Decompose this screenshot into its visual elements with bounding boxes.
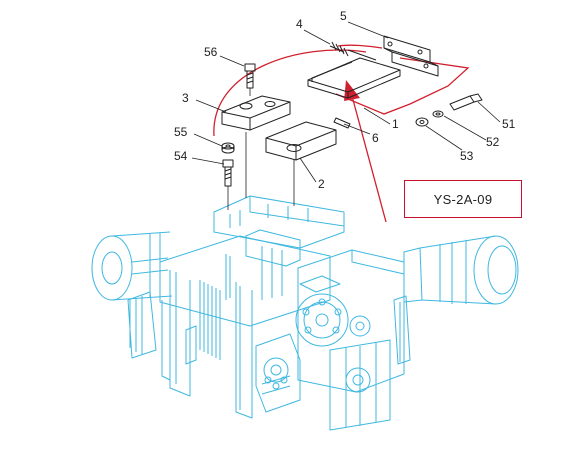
part-4-spring [329, 41, 377, 61]
bracket-outline [335, 57, 470, 115]
callout-2: 2 [318, 177, 325, 191]
part-1-plate [307, 57, 401, 99]
assembly-details [185, 204, 341, 365]
part-3-block [221, 95, 291, 131]
part-5-bracket [383, 35, 439, 77]
callout-6: 6 [372, 131, 379, 145]
callout-leaders [191, 21, 501, 183]
part-code-label: YS-2A-09 [433, 191, 493, 207]
callout-3: 3 [182, 91, 189, 105]
callout-56: 56 [204, 45, 218, 59]
part-code-box: YS-2A-09 [404, 180, 522, 218]
pointer-arrow-line [351, 95, 387, 223]
machine-assembly [91, 195, 519, 431]
part-6-pin [333, 117, 351, 129]
callout-55: 55 [174, 125, 188, 139]
callout-52: 52 [486, 135, 500, 149]
callout-51: 51 [502, 117, 516, 131]
left-slats [127, 280, 221, 360]
part-2-block [265, 121, 337, 161]
callout-labels: 4 5 56 3 55 54 2 6 1 51 52 53 [174, 9, 516, 191]
main-frame [159, 195, 345, 419]
right-gearbox [295, 249, 411, 431]
callout-1: 1 [392, 117, 399, 131]
lower-gear-cluster [255, 333, 301, 413]
callout-5: 5 [340, 9, 347, 23]
callout-4: 4 [296, 17, 303, 31]
right-motor [403, 235, 519, 305]
part-52-washer [432, 110, 444, 118]
callout-53: 53 [460, 149, 474, 163]
callout-54: 54 [174, 149, 188, 163]
part-51-screw [449, 93, 483, 111]
leader-to-screw [337, 44, 383, 49]
part-55-washer [221, 142, 235, 154]
part-54-screw [222, 159, 234, 187]
assembly-guides [227, 88, 295, 210]
part-56-screw [244, 63, 256, 89]
part-53-nut [415, 117, 429, 127]
